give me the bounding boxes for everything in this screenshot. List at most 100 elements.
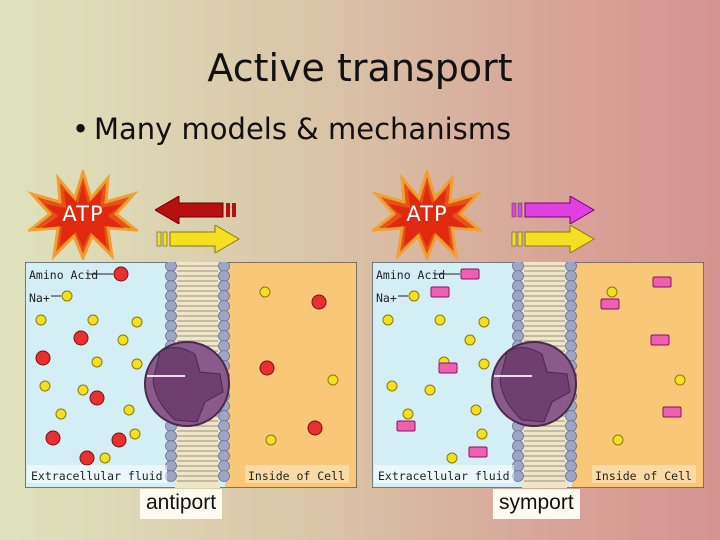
amino-acid-label: Amino Acid xyxy=(376,268,446,282)
amino-acid-molecule xyxy=(430,286,450,298)
sodium-label: Na+ xyxy=(376,291,397,305)
sodium-ion xyxy=(131,316,143,328)
phospholipid-head-inner xyxy=(218,410,230,422)
intracellular-region xyxy=(572,262,704,488)
phospholipid-head-outer xyxy=(165,262,177,272)
phospholipid-head-outer xyxy=(512,290,524,302)
phospholipid-head-inner xyxy=(218,430,230,442)
amino-acid-molecule xyxy=(311,294,327,310)
sodium-ion xyxy=(129,428,141,440)
phospholipid-head-inner xyxy=(565,450,577,462)
sodium-ion xyxy=(464,334,476,346)
phospholipid-head-outer xyxy=(512,440,524,452)
sodium-ion xyxy=(131,358,143,370)
symport-caption: symport xyxy=(493,489,580,519)
phospholipid-head-inner xyxy=(218,262,230,272)
phospholipid-head-outer xyxy=(512,270,524,282)
right-symport-arrow-icon xyxy=(511,196,595,224)
antiport-caption: antiport xyxy=(140,489,223,519)
intracellular-region xyxy=(225,262,357,488)
amino-acid-label: Amino Acid xyxy=(29,268,99,282)
phospholipid-head-inner xyxy=(565,290,577,302)
sodium-ion xyxy=(117,334,129,346)
phospholipid-head-outer xyxy=(165,440,177,452)
phospholipid-head-outer xyxy=(165,460,177,472)
label-backing xyxy=(592,465,696,483)
protein-channel xyxy=(152,347,224,423)
phospholipid-head-inner xyxy=(565,470,577,482)
sodium-ion xyxy=(61,290,73,302)
sodium-ion xyxy=(476,428,488,440)
amino-acid-molecule xyxy=(438,362,458,374)
phospholipid-head-inner xyxy=(218,440,230,452)
bullet-item: •Many models & mechanisms xyxy=(72,112,511,146)
amino-acid-molecule xyxy=(79,450,95,466)
sodium-ion xyxy=(35,314,47,326)
phospholipid-head-inner xyxy=(565,320,577,332)
phospholipid-head-outer xyxy=(512,450,524,462)
phospholipid-head-inner xyxy=(218,470,230,482)
phospholipid-head-outer xyxy=(512,460,524,472)
sodium-ion xyxy=(386,380,398,392)
phospholipid-head-inner xyxy=(565,270,577,282)
amino-acid-molecule xyxy=(111,432,127,448)
label-backing xyxy=(27,465,167,483)
phospholipid-head-outer xyxy=(165,430,177,442)
phospholipid-head-inner xyxy=(218,270,230,282)
sodium-ion xyxy=(446,452,458,464)
sodium-ion xyxy=(123,404,135,416)
phospholipid-head-inner xyxy=(218,310,230,322)
left-sodium-arrow-icon xyxy=(156,225,240,253)
phospholipid-head-inner xyxy=(218,420,230,432)
phospholipid-head-inner xyxy=(565,340,577,352)
phospholipid-head-outer xyxy=(165,470,177,482)
antiport-membrane-illustration xyxy=(25,262,357,488)
sodium-ion xyxy=(478,358,490,370)
sodium-ion xyxy=(402,408,414,420)
sodium-ion xyxy=(87,314,99,326)
phospholipid-head-inner xyxy=(218,330,230,342)
atp-starburst-icon xyxy=(28,170,138,260)
sodium-ion xyxy=(478,316,490,328)
sodium-ion xyxy=(327,374,339,386)
sodium-ion xyxy=(470,404,482,416)
phospholipid-head-outer xyxy=(165,300,177,312)
extracellular-label: Extracellular fluid xyxy=(31,469,163,483)
amino-acid-molecule xyxy=(259,360,275,376)
phospholipid-head-inner xyxy=(218,290,230,302)
phospholipid-head-inner xyxy=(218,340,230,352)
phospholipid-head-outer xyxy=(165,290,177,302)
left-outbound-arrow-icon xyxy=(155,196,236,224)
sodium-ion xyxy=(606,286,618,298)
phospholipid-head-outer xyxy=(512,300,524,312)
sodium-ion xyxy=(424,384,436,396)
inside-cell-label: Inside of Cell xyxy=(595,469,692,483)
phospholipid-head-outer xyxy=(165,330,177,342)
phospholipid-head-inner xyxy=(218,280,230,292)
symport-membrane-illustration xyxy=(372,262,704,488)
bullet-text: Many models & mechanisms xyxy=(94,112,512,146)
sodium-ion xyxy=(434,314,446,326)
phospholipid-head-inner xyxy=(565,460,577,472)
phospholipid-head-inner xyxy=(565,300,577,312)
bullet-dot: • xyxy=(72,112,90,146)
sodium-ion xyxy=(674,374,686,386)
sodium-ion xyxy=(39,380,51,392)
sodium-ion xyxy=(99,452,111,464)
phospholipid-head-outer xyxy=(165,320,177,332)
amino-acid-molecule xyxy=(650,334,670,346)
amino-acid-molecule xyxy=(468,446,488,458)
phospholipid-head-outer xyxy=(512,430,524,442)
amino-acid-molecule xyxy=(45,430,61,446)
phospholipid-head-outer xyxy=(165,280,177,292)
phospholipid-head-inner xyxy=(218,450,230,462)
phospholipid-head-outer xyxy=(512,320,524,332)
phospholipid-head-inner xyxy=(565,430,577,442)
phospholipid-head-inner xyxy=(565,410,577,422)
label-backing xyxy=(374,465,514,483)
atp-starburst-icon xyxy=(372,170,482,260)
phospholipid-head-outer xyxy=(165,450,177,462)
phospholipid-head-inner xyxy=(565,280,577,292)
phospholipid-head-inner xyxy=(218,460,230,472)
sodium-ion xyxy=(91,356,103,368)
